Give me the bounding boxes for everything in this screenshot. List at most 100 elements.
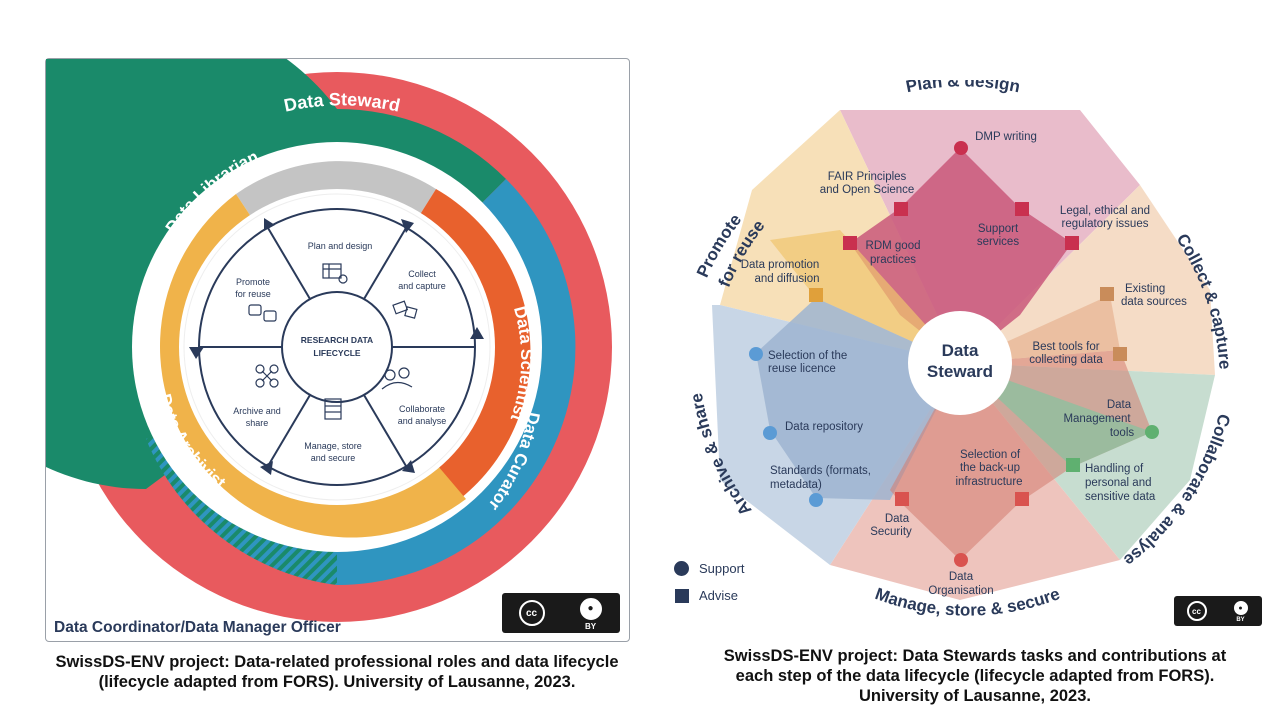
- step-promote-1: Promote: [236, 277, 270, 287]
- promote-icon: [248, 304, 277, 322]
- step-archive-1: Archive and: [233, 406, 281, 416]
- task-support-1: Support: [978, 223, 1019, 235]
- phase-plan: Plan & design: [904, 80, 1022, 96]
- task-existing-2: data sources: [1121, 296, 1187, 308]
- step-collaborate-2: and analyse: [398, 416, 447, 426]
- advise-legend-icon: [675, 588, 689, 603]
- legal-marker: [1065, 236, 1079, 250]
- task-besttools-2: collecting data: [1029, 354, 1103, 366]
- caption-right-line-1: SwissDS-ENV project: Data Stewards tasks…: [723, 647, 1227, 665]
- standards-marker: [809, 493, 823, 507]
- task-besttools-1: Best tools for: [1032, 341, 1099, 353]
- task-backup-3: infrastructure: [955, 476, 1022, 488]
- task-organisation-2: Organisation: [928, 585, 993, 597]
- manage-icon: [324, 398, 342, 420]
- task-rdm-1: RDM good: [866, 240, 921, 252]
- step-promote-2: for reuse: [235, 289, 271, 299]
- roles-panel: RESEARCH DATA LIFECYCLE Plan and design …: [0, 13, 630, 642]
- task-organisation-1: Data: [949, 571, 974, 583]
- fair-marker: [894, 202, 908, 216]
- task-security-1: Data: [885, 513, 910, 525]
- by-label: BY: [584, 621, 597, 631]
- markers: [749, 141, 1159, 567]
- plan-icon: [322, 263, 348, 284]
- by-person-icon: ●: [577, 595, 604, 622]
- cc-icon-right: cc: [1186, 601, 1207, 621]
- caption-left-line-2: (lifecycle adapted from FORS). Universit…: [98, 673, 576, 691]
- step-collaborate-1: Collaborate: [399, 404, 445, 414]
- archive-icon: [255, 364, 279, 388]
- caption-right: SwissDS-ENV project: Data Stewards tasks…: [680, 646, 1270, 706]
- task-legal-1: Legal, ethical and: [1060, 205, 1150, 217]
- task-dmtools-1: Data: [1107, 399, 1132, 411]
- step-manage-1: Manage, store: [304, 441, 362, 451]
- task-repository: Data repository: [785, 421, 863, 433]
- besttools-marker: [1113, 347, 1127, 361]
- legend-support-label: Support: [699, 561, 745, 576]
- legend-support: Support: [674, 561, 745, 576]
- task-licence-1: Selection of the: [768, 350, 847, 362]
- task-dmp: DMP writing: [975, 131, 1037, 143]
- dmp-marker: [954, 141, 968, 155]
- steward-tasks-diagram: Data Steward DMP writing FAIR Principles…: [690, 80, 1235, 620]
- task-dmtools-2: Management: [1063, 413, 1131, 425]
- center-label-1: RESEARCH DATA: [301, 335, 373, 345]
- task-personal-1: Handling of: [1085, 463, 1144, 475]
- step-collect-1: Collect: [408, 269, 436, 279]
- by-person-icon-right: ●: [1231, 599, 1250, 617]
- center-label-2: LIFECYCLE: [313, 348, 361, 358]
- dmtools-marker: [1145, 425, 1159, 439]
- collect-icon: [392, 300, 418, 319]
- sector-collect: [960, 185, 1215, 375]
- caption-right-line-2: each step of the data lifecycle (lifecyc…: [735, 667, 1215, 685]
- task-fair-2: and Open Science: [820, 184, 915, 196]
- task-promotion-2: and diffusion: [754, 273, 819, 285]
- existing-marker: [1100, 287, 1114, 301]
- cc-by-badge-left: cc ● BY: [502, 593, 620, 633]
- task-standards-1: Standards (formats,: [770, 465, 871, 477]
- task-personal-3: sensitive data: [1085, 491, 1156, 503]
- task-personal-2: personal and: [1085, 477, 1152, 489]
- rdm-marker: [843, 236, 857, 250]
- task-promotion-1: Data promotion: [741, 259, 820, 271]
- collab-shape: [960, 363, 1152, 467]
- step-archive-2: share: [246, 418, 269, 428]
- step-manage-2: and secure: [311, 453, 356, 463]
- center-circle: [908, 311, 1012, 415]
- task-backup-1: Selection of: [960, 449, 1021, 461]
- support-marker: [1015, 202, 1029, 216]
- promote-shape: [770, 230, 960, 363]
- backup-marker: [1015, 492, 1029, 506]
- panel-footer: Data Coordinator/Data Manager Officer: [54, 619, 341, 636]
- legend-advise-label: Advise: [699, 588, 739, 603]
- roles-lifecycle-diagram: RESEARCH DATA LIFECYCLE Plan and design …: [0, 13, 612, 622]
- archive-shape: [756, 298, 960, 500]
- task-legal-2: regulatory issues: [1062, 218, 1149, 230]
- caption-left: SwissDS-ENV project: Data-related profes…: [2, 652, 672, 692]
- task-fair-1: FAIR Principles: [828, 171, 907, 183]
- caption-right-line-3: University of Lausanne, 2023.: [858, 687, 1091, 705]
- step-collect-2: and capture: [398, 281, 446, 291]
- task-support-2: services: [977, 236, 1019, 248]
- task-rdm-2: practices: [870, 254, 916, 266]
- task-standards-2: metadata): [770, 479, 822, 491]
- step-plan: Plan and design: [308, 241, 373, 251]
- task-licence-2: reuse licence: [768, 363, 836, 375]
- task-security-2: Security: [870, 526, 912, 538]
- support-legend-icon: [674, 561, 689, 576]
- legend-advise: Advise: [675, 588, 738, 603]
- caption-left-line-1: SwissDS-ENV project: Data-related profes…: [55, 653, 619, 671]
- by-label-right: BY: [1236, 617, 1245, 623]
- collaborate-icon: [381, 367, 413, 390]
- personal-marker: [1066, 458, 1080, 472]
- promotion-marker: [809, 288, 823, 302]
- cc-by-badge-right: cc ● BY: [1174, 596, 1262, 626]
- task-backup-2: the back-up: [960, 462, 1020, 474]
- center-title-2: Steward: [927, 362, 993, 381]
- cc-icon: cc: [518, 600, 545, 626]
- lifecycle-hub: [281, 291, 393, 403]
- organisation-marker: [954, 553, 968, 567]
- task-dmtools-3: tools: [1110, 427, 1135, 439]
- security-marker: [895, 492, 909, 506]
- licence-marker: [749, 347, 763, 361]
